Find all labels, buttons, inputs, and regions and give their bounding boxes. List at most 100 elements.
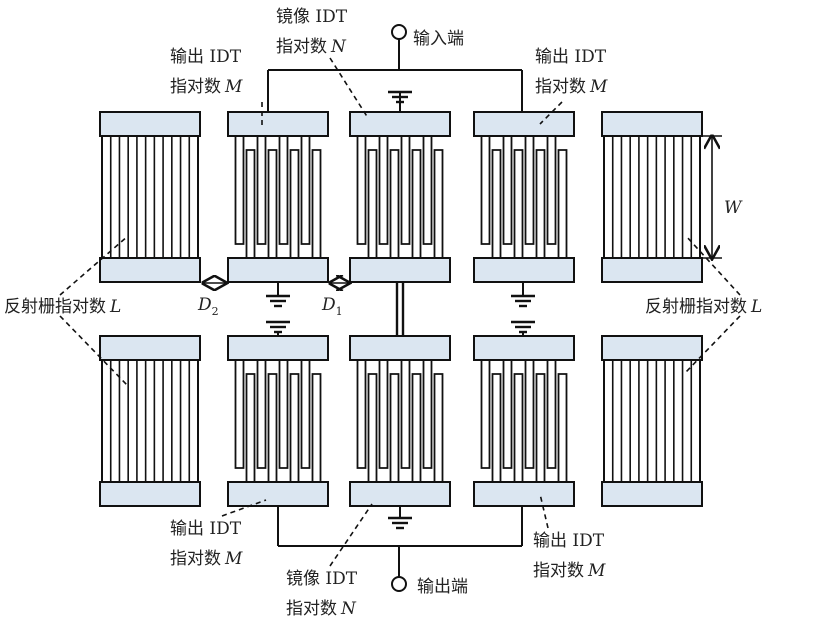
idt-finger xyxy=(557,149,568,258)
idt-finger xyxy=(378,136,389,245)
bus-bar-pad xyxy=(601,111,703,137)
grating-frame xyxy=(603,135,701,259)
bus-bar-pad xyxy=(227,481,329,507)
bus-bar-pad xyxy=(473,481,575,507)
saw-structures xyxy=(99,111,703,507)
idt-finger xyxy=(278,136,289,245)
idt-finger xyxy=(267,373,278,482)
bus-bar-pad xyxy=(473,257,575,283)
idt-finger xyxy=(400,360,411,469)
bus-bar-pad xyxy=(227,111,329,137)
idt-transducer xyxy=(349,335,451,507)
idt-finger xyxy=(480,136,491,245)
idt-finger xyxy=(411,373,422,482)
idt-finger xyxy=(513,373,524,482)
idt-finger xyxy=(289,149,300,258)
terminal-circle-icon xyxy=(391,24,407,40)
idt-finger xyxy=(422,360,433,469)
leader-line xyxy=(685,235,741,296)
ground-symbol-icon xyxy=(511,294,535,308)
idt-finger xyxy=(557,373,568,482)
reflector-grating xyxy=(601,111,703,283)
output-terminal: 输出端 xyxy=(391,576,468,597)
gap-d2-label: D2 xyxy=(197,295,219,318)
idt-finger xyxy=(256,360,267,469)
idt-finger xyxy=(311,149,322,258)
output-port-label: 输出端 xyxy=(417,577,468,597)
ground-symbol-icon xyxy=(266,294,290,308)
bus-bar-pad xyxy=(99,481,201,507)
reflector-grating xyxy=(601,335,703,507)
idt-finger xyxy=(433,373,444,482)
idt-finger xyxy=(267,149,278,258)
idt-finger xyxy=(245,373,256,482)
bus-bar-pad xyxy=(99,335,201,361)
idt-transducer xyxy=(349,111,451,283)
idt-finger xyxy=(389,373,400,482)
output-idt-topright-label-1: 输出 IDT xyxy=(535,47,607,67)
ground-symbol-icon xyxy=(388,516,412,530)
leader-line xyxy=(329,57,369,119)
bus-bar-pad xyxy=(601,257,703,283)
bus-bar-pad xyxy=(349,335,451,361)
terminal-circle-icon xyxy=(391,576,407,592)
idt-finger xyxy=(245,149,256,258)
idt-finger xyxy=(378,360,389,469)
bus-bar-pad xyxy=(227,257,329,283)
bus-bar-pad xyxy=(99,111,201,137)
idt-transducer xyxy=(227,111,329,283)
leader-line xyxy=(59,315,129,387)
bus-bar-pad xyxy=(99,257,201,283)
idt-transducer xyxy=(473,335,575,507)
idt-finger xyxy=(513,149,524,258)
aperture-w-label: W xyxy=(724,198,743,218)
idt-finger xyxy=(256,136,267,245)
idt-finger xyxy=(535,149,546,258)
idt-finger xyxy=(433,149,444,258)
ground-symbol-icon xyxy=(266,320,290,334)
bus-bar-pad xyxy=(473,335,575,361)
idt-transducer xyxy=(227,335,329,507)
bus-bar-pad xyxy=(349,257,451,283)
idt-finger xyxy=(234,360,245,469)
idt-finger xyxy=(535,373,546,482)
mirror-idt-bottom-label-1: 镜像 IDT xyxy=(286,569,358,589)
idt-finger xyxy=(400,136,411,245)
idt-finger xyxy=(422,136,433,245)
bus-bar-pad xyxy=(349,111,451,137)
leader-line xyxy=(59,235,129,296)
ground-symbol-icon xyxy=(511,320,535,334)
grating-frame xyxy=(101,135,199,259)
grating-frame xyxy=(101,359,199,483)
idt-finger xyxy=(524,360,535,469)
leader-line xyxy=(539,493,549,529)
input-port-label: 输入端 xyxy=(413,29,464,49)
idt-finger xyxy=(356,360,367,469)
idt-finger xyxy=(289,373,300,482)
reflector-grating xyxy=(99,335,201,507)
idt-finger xyxy=(502,136,513,245)
reflector-grating xyxy=(99,111,201,283)
bus-bar-pad xyxy=(349,481,451,507)
output-idt-bottomright-label-1: 输出 IDT xyxy=(533,531,605,551)
output-idt-bottomleft-label-1: 输出 IDT xyxy=(170,519,242,539)
mirror-idt-top-label-1: 镜像 IDT xyxy=(276,7,348,27)
idt-finger xyxy=(300,136,311,245)
annotations xyxy=(59,57,741,567)
idt-finger xyxy=(311,373,322,482)
idt-finger xyxy=(411,149,422,258)
bus-bar-pad xyxy=(227,335,329,361)
idt-finger xyxy=(546,360,557,469)
gap-d1-label: D1 xyxy=(321,295,343,318)
bus-bar-pad xyxy=(601,481,703,507)
idt-finger xyxy=(546,136,557,245)
leader-line xyxy=(329,503,373,567)
idt-finger xyxy=(524,136,535,245)
idt-finger xyxy=(480,360,491,469)
idt-finger xyxy=(367,149,378,258)
